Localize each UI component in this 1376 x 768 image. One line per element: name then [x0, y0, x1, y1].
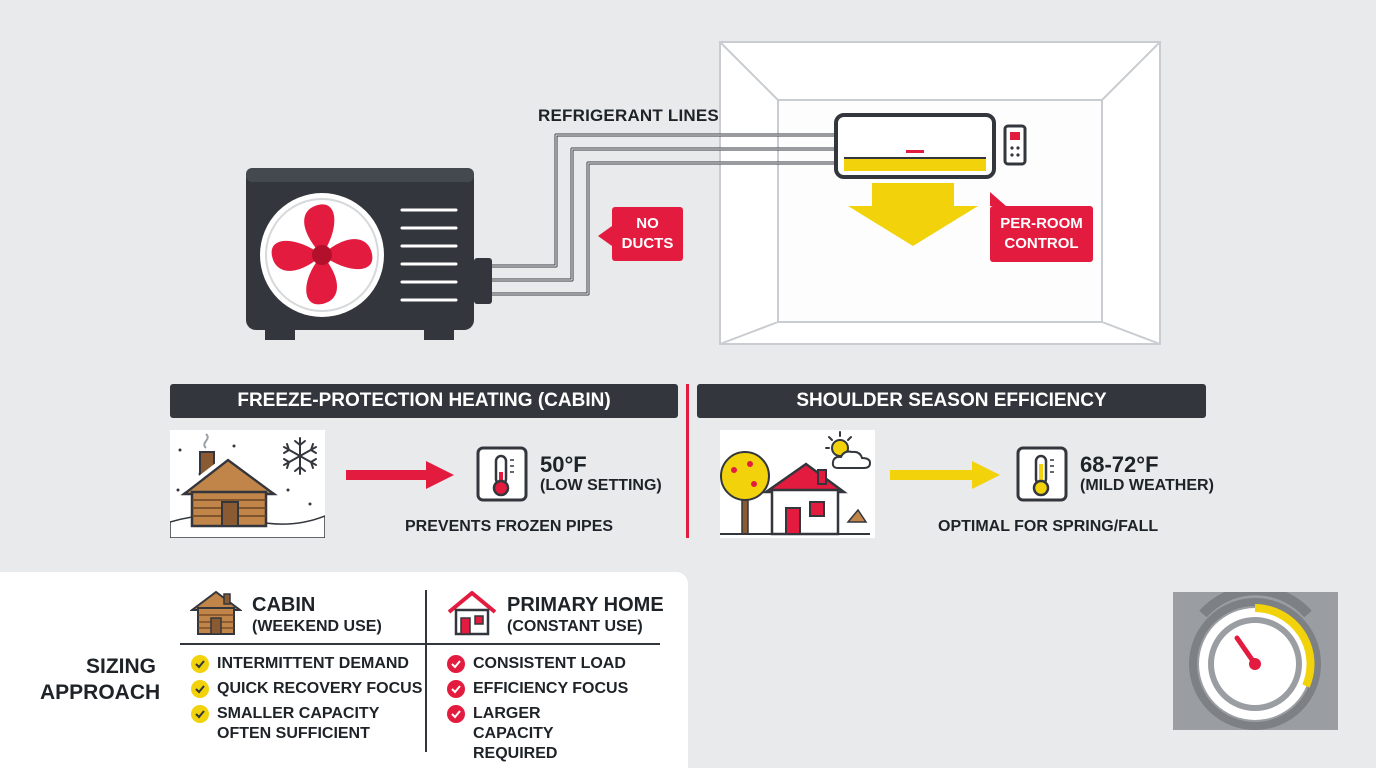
home-item-text: LARGER CAPACITY REQUIRED	[473, 705, 558, 762]
cabin-item-text: INTERMITTENT DEMAND	[217, 655, 409, 672]
refrigerant-lines-label: REFRIGERANT LINES	[538, 106, 719, 125]
cabin-caption: PREVENTS FROZEN PIPES	[405, 518, 614, 535]
red-check-icon	[447, 705, 465, 723]
no-ducts-line1: NO	[636, 215, 659, 232]
cabin-item-text: SMALLER CAPACITY OFTEN SUFFICIENT	[217, 705, 380, 742]
cabin-item: INTERMITTENT DEMAND	[191, 654, 409, 674]
red-check-icon	[447, 680, 465, 698]
autumn-house-icon	[720, 430, 875, 538]
snowflake-icon	[283, 437, 317, 475]
yellow-arrow-icon	[890, 461, 1000, 489]
thermometer-mild-icon	[1016, 446, 1068, 502]
yellow-check-icon	[191, 680, 209, 698]
cabin-temp-setting: (LOW SETTING)	[540, 477, 662, 494]
cabin-item-text: QUICK RECOVERY FOCUS	[217, 680, 423, 697]
home-column-subtitle: (CONSTANT USE)	[507, 618, 643, 635]
sizing-card: SIZING APPROACH CABIN (WEEKEND USE) PRIM…	[0, 572, 688, 768]
thermometer-low-icon	[476, 446, 528, 502]
outdoor-unit	[246, 168, 492, 340]
red-arrow-icon	[346, 461, 454, 489]
yellow-check-icon	[191, 655, 209, 673]
gauge-icon	[1173, 592, 1338, 730]
cabin-temp-value: 50°F	[540, 452, 587, 477]
cabin-item: SMALLER CAPACITY OFTEN SUFFICIENT	[191, 704, 391, 744]
cabin-item: QUICK RECOVERY FOCUS	[191, 679, 422, 699]
sun-cloud-icon	[825, 431, 872, 469]
shoulder-temp-setting: (MILD WEATHER)	[1080, 477, 1214, 494]
per-room-line2: CONTROL	[1004, 235, 1079, 252]
home-column-title: PRIMARY HOME	[507, 594, 664, 616]
primary-home-icon	[447, 591, 497, 636]
no-ducts-line2: DUCTS	[621, 235, 674, 252]
cabin-column-title: CABIN	[252, 594, 316, 616]
system-diagram	[246, 41, 1161, 345]
per-room-control-badge: PER-ROOM CONTROL	[990, 206, 1093, 262]
airflow-arrow	[848, 183, 978, 246]
sizing-label-line1: SIZING	[85, 655, 156, 678]
red-check-icon	[447, 655, 465, 673]
shoulder-section-header: SHOULDER SEASON EFFICIENCY	[697, 384, 1206, 418]
sizing-label-line2: APPROACH	[40, 681, 161, 704]
home-item-text: CONSISTENT LOAD	[473, 655, 626, 672]
no-ducts-badge: NO DUCTS	[612, 207, 683, 261]
home-item: CONSISTENT LOAD	[447, 654, 626, 674]
indoor-unit	[834, 113, 996, 179]
home-item: EFFICIENCY FOCUS	[447, 679, 628, 699]
section-divider	[686, 384, 689, 538]
header-rule	[180, 643, 660, 645]
shoulder-temp-value: 68-72°F	[1080, 452, 1159, 477]
home-item: LARGER CAPACITY REQUIRED	[447, 704, 627, 764]
cabin-icon	[190, 590, 242, 635]
cabin-section-header: FREEZE-PROTECTION HEATING (CABIN)	[170, 384, 678, 418]
cabin-column-subtitle: (WEEKEND USE)	[252, 618, 382, 635]
remote-icon	[1003, 124, 1027, 166]
fan-icon	[271, 204, 373, 305]
sizing-label: SIZING APPROACH	[40, 654, 161, 706]
home-item-text: EFFICIENCY FOCUS	[473, 680, 629, 697]
per-room-line1: PER-ROOM	[1000, 215, 1083, 232]
shoulder-caption: OPTIMAL FOR SPRING/FALL	[938, 518, 1159, 535]
yellow-check-icon	[191, 705, 209, 723]
column-divider	[425, 590, 427, 752]
